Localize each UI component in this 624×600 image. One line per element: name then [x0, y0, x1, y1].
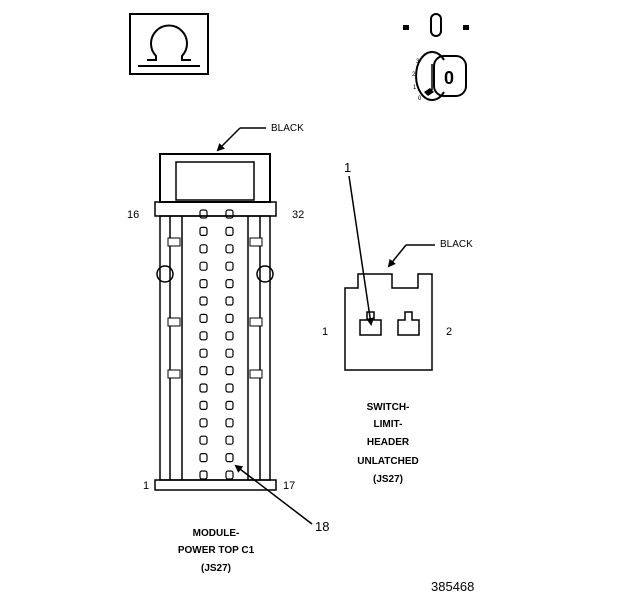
c1-pin-cavity [225, 383, 234, 393]
c1-pin-cavity [225, 418, 234, 428]
c1-pin-cavity [225, 226, 234, 236]
js27-wire-color-label: BLACK [440, 239, 473, 250]
c1-pin-32-label: 32 [292, 209, 304, 221]
c1-pin-cavity [225, 366, 234, 376]
c1-pin-cavity [199, 279, 208, 289]
c1-pin-cavity [225, 453, 234, 463]
figure-id: 385468 [431, 579, 474, 594]
c1-pin-cavity [225, 348, 234, 358]
c1-callout-18: 18 [315, 519, 329, 534]
c1-pin-cavity [225, 470, 234, 480]
c1-pin-cavity [225, 279, 234, 289]
connector-js27 [344, 273, 433, 371]
c1-pin-cavity [199, 313, 208, 323]
ignition-key-label: 0 [444, 68, 454, 88]
c1-pin-cavity [199, 244, 208, 254]
js27-caption-line-1: SWITCH- [367, 402, 410, 413]
c1-pin-cavity [225, 331, 234, 341]
c1-pin-cavity [225, 209, 234, 219]
c1-pin-cavity [225, 296, 234, 306]
js27-pin-2-label: 2 [446, 326, 452, 338]
c1-pin-cavity [199, 383, 208, 393]
ignition-position-2: 2 [412, 72, 416, 78]
c1-pin-cavity [199, 296, 208, 306]
c1-pin-cavity [199, 331, 208, 341]
connector-c1 [154, 153, 277, 491]
c1-pin-cavity [199, 435, 208, 445]
js27-caption-line-2: LIMIT- [374, 419, 403, 430]
js27-caption-line-4: UNLATCHED [357, 456, 418, 467]
ignition-switch-icon: 3 2 1 0 0 [403, 13, 469, 102]
c1-pin-cavity [199, 453, 208, 463]
c1-wire-color-label: BLACK [271, 123, 304, 134]
c1-pin-cavity [199, 209, 208, 219]
c1-pin-cavity [225, 313, 234, 323]
c1-pin-cavity [199, 226, 208, 236]
js27-caption-line-3: HEADER [367, 437, 410, 448]
omega-icon [129, 13, 209, 75]
ignition-position-3: 3 [416, 59, 420, 65]
c1-pin-cavity [225, 244, 234, 254]
c1-caption-line-1: MODULE- [193, 528, 240, 539]
c1-pin-cavity [199, 400, 208, 410]
c1-pin-cavity [199, 366, 208, 376]
c1-pin-17-label: 17 [283, 480, 295, 492]
c1-caption-line-3: (JS27) [201, 563, 231, 574]
c1-pin-cavity [225, 400, 234, 410]
js27-callout-1: 1 [344, 160, 351, 175]
ignition-position-1: 1 [413, 85, 417, 91]
c1-pin-cavity [199, 348, 208, 358]
js27-pin-1-label: 1 [322, 326, 328, 338]
c1-caption-line-2: POWER TOP C1 [178, 545, 255, 556]
c1-pin-16-label: 16 [127, 209, 139, 221]
ignition-position-0: 0 [418, 96, 422, 102]
c1-pin-cavity [225, 435, 234, 445]
c1-pin-1-label: 1 [143, 480, 149, 492]
c1-pin-cavity [199, 418, 208, 428]
js27-caption-line-5: (JS27) [373, 474, 403, 485]
c1-pin-cavity [225, 261, 234, 271]
c1-pin-cavity [199, 261, 208, 271]
c1-pin-cavity [199, 470, 208, 480]
c1-pin-cavities [199, 209, 234, 480]
